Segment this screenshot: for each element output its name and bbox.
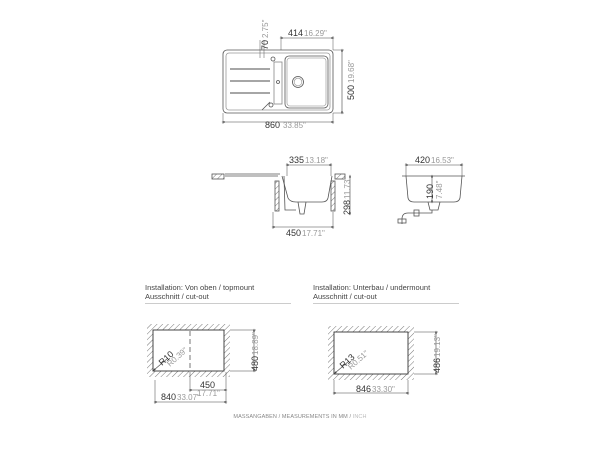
- undermount-label-line2: Ausschnitt / cut-out: [313, 292, 377, 301]
- undermount-label: Installation: Unterbau / undermount Auss…: [313, 283, 430, 301]
- side-base-width-in: 17.71": [302, 229, 325, 238]
- side-height-mm: 298: [342, 200, 352, 215]
- undermount-width-in: 33.30": [372, 385, 395, 394]
- side-view: [211, 173, 346, 215]
- end-width-mm: 420: [415, 155, 430, 165]
- top-depth-in: 19.68": [347, 60, 356, 83]
- side-height-in: 11.73": [343, 177, 352, 199]
- undermount-cutout: [328, 326, 438, 395]
- top-bowl-offset-mm: 414: [288, 28, 303, 38]
- topmount-label: Installation: Von oben / topmount Aussch…: [145, 283, 254, 301]
- end-view: [397, 175, 465, 224]
- topmount-width-in: 33.07": [177, 393, 200, 402]
- undermount-height-in: 19.13": [433, 334, 442, 357]
- side-bowl-width-in: 13.18": [305, 156, 328, 165]
- undermount-width-mm: 846: [356, 384, 371, 394]
- topmount-bowl-in: 17.71": [197, 389, 220, 398]
- topmount-height-in: 18.89": [251, 332, 260, 355]
- end-depth-in: 7.48": [435, 180, 444, 199]
- end-depth-mm: 190: [425, 184, 435, 199]
- side-base-width-mm: 450: [286, 228, 301, 238]
- topmount-width-mm: 840: [161, 392, 176, 402]
- topmount-label-line2: Ausschnitt / cut-out: [145, 292, 209, 301]
- top-tap-offset-mm: 70: [260, 40, 270, 50]
- top-bowl-offset-in: 16.29": [304, 29, 327, 38]
- top-width-mm: 860: [265, 120, 280, 130]
- topmount-label-line1: Installation: Von oben / topmount: [145, 283, 255, 292]
- top-width-in: 33.85": [283, 121, 306, 130]
- top-tap-offset-in: 2.75": [261, 19, 270, 38]
- topmount-cutout: [147, 324, 256, 404]
- topmount-bowl-mm: 450: [200, 380, 215, 390]
- undermount-height-mm: 486: [432, 358, 442, 373]
- topmount-height-mm: 480: [250, 356, 260, 371]
- top-view: [221, 36, 344, 124]
- side-bowl-width-mm: 335: [289, 155, 304, 165]
- footer-unit: INCH: [352, 414, 367, 420]
- footer-text: MASSANGABEN / MEASUREMENTS IN MM /: [233, 414, 353, 420]
- undermount-divider: [313, 303, 459, 304]
- footer-note: MASSANGABEN / MEASUREMENTS IN MM / INCH: [0, 414, 600, 420]
- end-width-in: 16.53": [431, 156, 454, 165]
- top-depth-mm: 500: [346, 85, 356, 100]
- topmount-divider: [145, 303, 291, 304]
- undermount-label-line1: Installation: Unterbau / undermount: [313, 283, 431, 292]
